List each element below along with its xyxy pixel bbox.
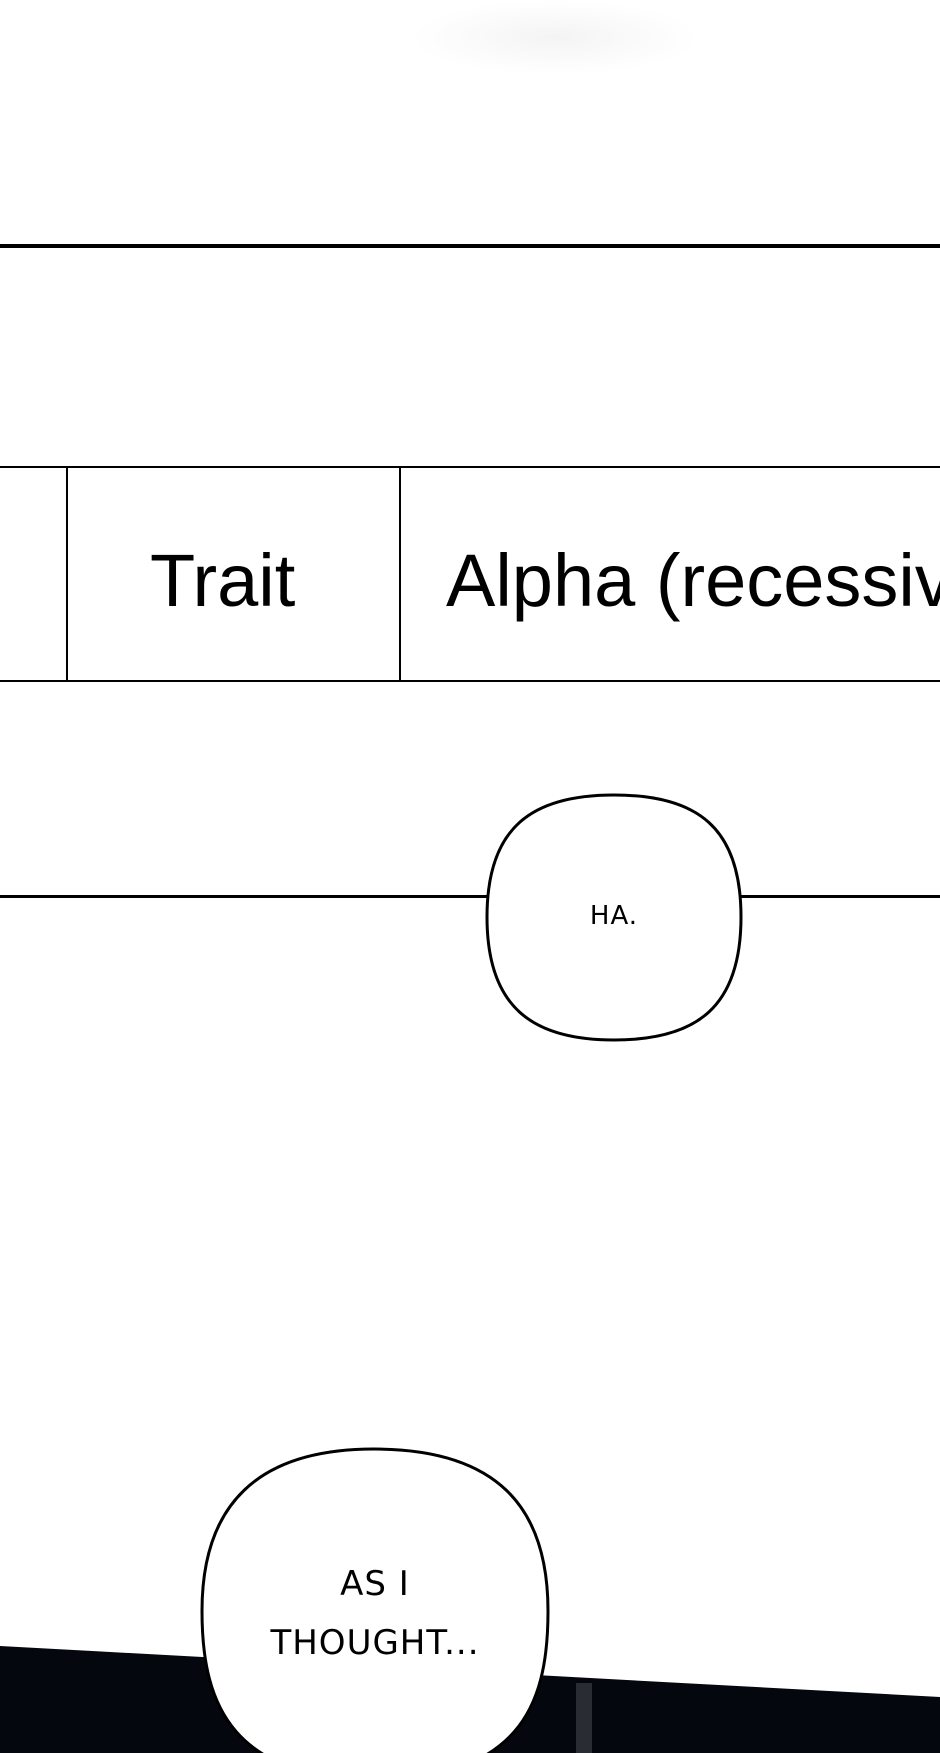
speech-bubble-as-i-thought — [200, 1447, 550, 1753]
table-divider — [66, 468, 68, 680]
panel-border-top — [0, 244, 940, 248]
bubble-text-ha: HA. — [589, 901, 639, 931]
trait-label: Trait — [150, 539, 296, 622]
table-divider — [399, 468, 401, 680]
trait-value: Alpha (recessive — [446, 539, 940, 622]
panel-divider-line — [0, 895, 940, 898]
bubble-text-line2: THOUGHT... — [270, 1623, 480, 1663]
speech-bubble-ha — [485, 793, 743, 1042]
trait-table — [0, 466, 940, 682]
faded-artwork — [410, 0, 700, 75]
bubble-text-line1: AS I — [340, 1564, 410, 1604]
